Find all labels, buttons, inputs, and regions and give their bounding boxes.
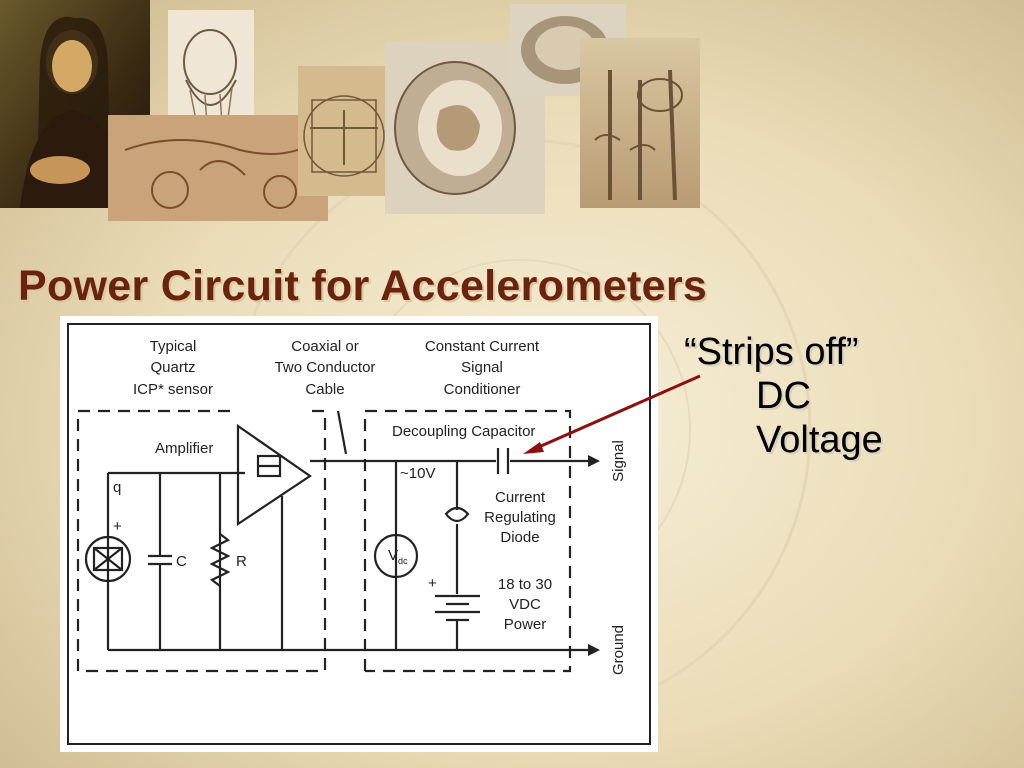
callout-text: “Strips off” DC Voltage: [680, 330, 1010, 462]
callout-line-voltage: Voltage: [756, 419, 883, 461]
ground-arrowhead: [588, 644, 600, 656]
svg-text:Regulating: Regulating: [484, 509, 556, 526]
r-label: R: [236, 553, 247, 570]
callout-line-strips-off: “Strips off”: [684, 331, 859, 373]
cable-header: Coaxial or Two Conductor Cable: [275, 338, 376, 398]
self-portrait-sketch-image: [168, 10, 254, 134]
svg-text:Quartz: Quartz: [150, 359, 195, 376]
svg-text:Typical: Typical: [150, 338, 197, 355]
svg-text:Current: Current: [495, 489, 546, 506]
svg-text:18 to 30: 18 to 30: [498, 576, 552, 593]
ground-label: Ground: [610, 625, 627, 675]
conditioner-header: Constant Current Signal Conditioner: [425, 338, 540, 398]
decoupling-capacitor-symbol: [496, 448, 510, 474]
svg-text:+: +: [428, 575, 437, 592]
svg-text:Signal: Signal: [461, 359, 503, 376]
svg-text:+: +: [113, 518, 122, 535]
signal-arrowhead: [588, 455, 600, 467]
svg-text:Cable: Cable: [305, 381, 344, 398]
svg-text:dc: dc: [398, 556, 408, 566]
chariot-sketch-image: [108, 115, 328, 221]
amplifier-label: Amplifier: [155, 440, 213, 457]
voltmeter-symbol: [373, 533, 419, 579]
q-label: q: [113, 479, 121, 496]
svg-text:ICP* sensor: ICP* sensor: [133, 381, 213, 398]
svg-text:Coaxial or: Coaxial or: [291, 338, 359, 355]
skeleton-sketch-image: [580, 38, 700, 208]
decoupling-capacitor-label: Decoupling Capacitor: [392, 423, 535, 440]
c-label: C: [176, 553, 187, 570]
diode-symbol: [444, 506, 470, 523]
power-label: 18 to 30 VDC Power: [498, 576, 552, 633]
vitruvian-man-image: [298, 66, 390, 196]
callout-line-dc: DC: [756, 375, 811, 417]
svg-text:Power: Power: [504, 616, 547, 633]
svg-text:Constant Current: Constant Current: [425, 338, 540, 355]
svg-text:Diode: Diode: [500, 529, 539, 546]
svg-text:Conditioner: Conditioner: [444, 381, 521, 398]
signal-label: Signal: [610, 440, 627, 482]
crystal-element-symbol: +: [84, 518, 132, 583]
capacitor-c-symbol: [148, 554, 172, 566]
cable-leader-line: [336, 410, 348, 455]
resistor-r-symbol: [209, 533, 231, 587]
svg-text:Two Conductor: Two Conductor: [275, 359, 376, 376]
sensor-header: Typical Quartz ICP* sensor: [133, 338, 213, 398]
slide-title: Power Circuit for Accelerometers: [18, 262, 708, 310]
icp-power-circuit-diagram: Typical Quartz ICP* sensor Coaxial or Tw…: [60, 316, 658, 752]
amplifier-symbol: [236, 423, 312, 527]
voltage-label: ~10V: [400, 465, 435, 482]
sensor-dashed-box: [76, 409, 327, 673]
voltmeter-label: V: [388, 547, 398, 564]
diode-label: Current Regulating Diode: [484, 489, 556, 546]
svg-text:VDC: VDC: [509, 596, 541, 613]
